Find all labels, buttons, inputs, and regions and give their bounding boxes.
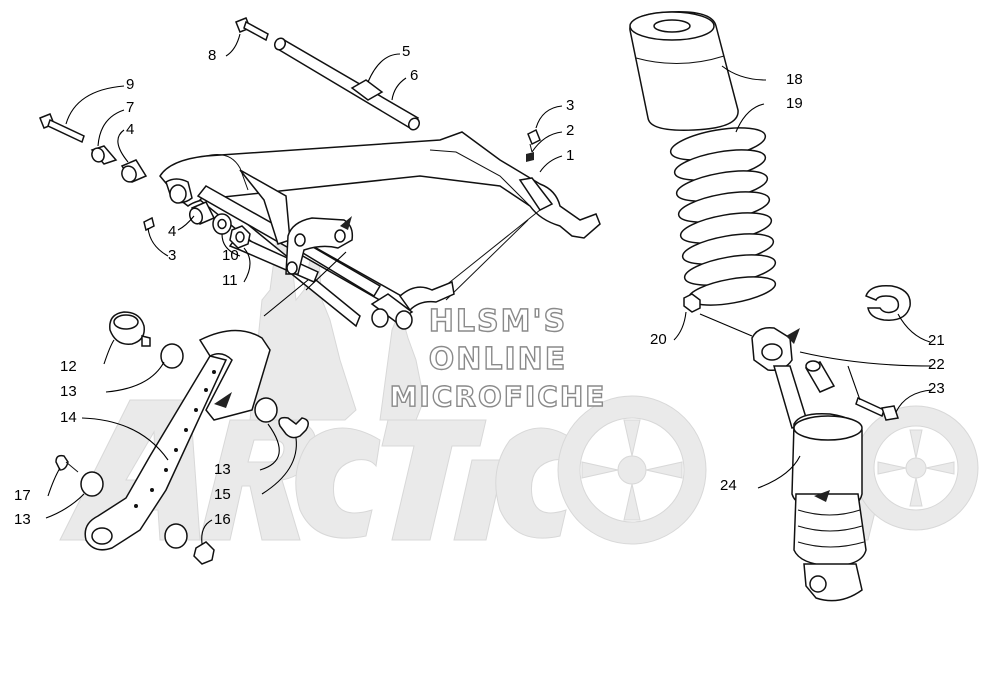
callout-23: 23 (928, 380, 945, 397)
part-24-shock-absorber (751, 326, 867, 602)
callout-20: 20 (650, 331, 667, 348)
callout-21: 21 (928, 332, 945, 349)
callout-13-b: 13 (214, 461, 231, 478)
part-3-grease-fitting-top (527, 128, 541, 153)
callout-9: 9 (126, 76, 135, 93)
part-13-washer-b (254, 397, 278, 423)
part-17-bolt (55, 454, 79, 473)
part-4-bushing-upper (120, 159, 148, 183)
callout-12: 12 (60, 358, 77, 375)
watermark-line-1: HLSM'S (428, 303, 568, 339)
callout-13-a: 13 (60, 383, 77, 400)
watermark-wheel-right (853, 405, 979, 531)
watermark-letter-i (453, 459, 505, 541)
callout-17: 17 (14, 487, 31, 504)
part-20-nut (683, 293, 701, 313)
part-16-nut (193, 541, 215, 565)
callout-2: 2 (566, 122, 575, 139)
part-3-grease-fitting-left (143, 216, 155, 232)
callout-8: 8 (208, 47, 217, 64)
callout-1: 1 (566, 147, 575, 164)
callout-14: 14 (60, 409, 77, 426)
part-11-lock-nut (229, 225, 251, 249)
callout-15: 15 (214, 486, 231, 503)
callout-24: 24 (720, 477, 737, 494)
callout-4-upper: 4 (126, 121, 135, 138)
watermark-line-3: MICROFICHE (389, 379, 607, 413)
part-14-limiter-strap (84, 329, 271, 551)
watermark-letter-t (381, 419, 487, 541)
callout-18: 18 (786, 71, 803, 88)
part-22-spacer (804, 360, 836, 393)
part-19-coil-spring (669, 127, 777, 306)
part-13-washer-a (160, 343, 184, 369)
watermark-city-skyline (249, 225, 425, 421)
part-13-washer-c (80, 471, 104, 497)
part-12-adjuster-knob (109, 311, 151, 347)
part-7-bushing (90, 145, 118, 165)
shock-mount-bracket (285, 216, 354, 275)
callout-11: 11 (222, 272, 238, 289)
part-23-bolt (855, 396, 899, 421)
part-4-bushing-lower (188, 201, 216, 225)
callout-19: 19 (786, 95, 803, 112)
watermark-letter-c2 (495, 427, 575, 539)
callout-16: 16 (214, 511, 231, 528)
callout-5: 5 (402, 43, 411, 60)
callout-13-c: 13 (14, 511, 31, 528)
watermark-wheel (557, 395, 707, 545)
callout-6: 6 (410, 67, 419, 84)
part-13-washer-d (164, 523, 188, 549)
watermark-letter-c (295, 427, 381, 539)
part-18-spring-boot (629, 11, 739, 131)
part-2-set-screw (526, 152, 534, 162)
part-15-wing-nut (278, 416, 309, 439)
callout-4-lower: 4 (168, 223, 177, 240)
part-21-c-clip (865, 284, 911, 321)
part-10-washer (212, 213, 232, 235)
callout-22: 22 (928, 356, 945, 373)
part-9-bolt (39, 113, 85, 144)
part-8-bolt (235, 17, 269, 42)
callout-7: 7 (126, 99, 135, 116)
callout-10: 10 (222, 247, 239, 264)
watermark-line-2: ONLINE (428, 341, 568, 377)
callout-leader-lines (45, 33, 933, 545)
part-5-pivot-shaft (273, 37, 421, 131)
callout-3-top: 3 (566, 97, 575, 114)
callout-3-left: 3 (168, 247, 177, 264)
